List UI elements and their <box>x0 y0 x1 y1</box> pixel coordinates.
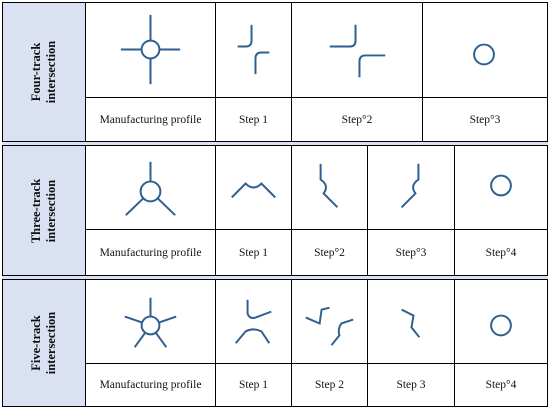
column-label: Manufacturing profile <box>86 364 216 406</box>
column-label: Step 2 <box>292 364 368 406</box>
column-label: Manufacturing profile <box>86 230 216 275</box>
four-track-step2-drawing <box>329 24 386 78</box>
column-label: Step°3 <box>368 230 455 275</box>
four-track-step1-drawing <box>237 24 270 75</box>
manufacturing-profile-image <box>86 146 216 230</box>
section-title-line2: intersection <box>44 179 58 242</box>
five-track-step1-drawing <box>234 299 272 344</box>
step-image <box>423 3 547 98</box>
column-label: Step°4 <box>485 379 517 391</box>
column-label: Step°2 <box>292 230 368 275</box>
section-title-line1: Five-track <box>29 315 43 371</box>
column-label: Step 1 <box>216 230 292 275</box>
three-track-step2-drawing <box>319 163 339 208</box>
step-image <box>455 146 547 230</box>
column-label: Step 1 <box>216 98 292 141</box>
three-track-step3-drawing <box>400 163 420 208</box>
column-label: Step 1 <box>216 364 292 406</box>
three-track-step4-drawing <box>490 174 512 197</box>
step-image <box>292 3 423 98</box>
five-track-step3-drawing <box>401 308 421 338</box>
four-track-step3-drawing <box>473 43 495 66</box>
section-title-line2: intersection <box>44 311 58 375</box>
section-title-line1: Three-track <box>29 178 43 243</box>
five-track-step2-drawing <box>305 306 354 346</box>
section-divider <box>2 276 548 279</box>
step-image <box>216 3 292 98</box>
step-image <box>216 280 292 364</box>
step-image <box>292 146 368 230</box>
column-label: Step°2 <box>292 98 423 141</box>
column-label: Manufacturing profile <box>86 98 216 141</box>
five-track-step4-drawing <box>490 314 512 337</box>
column-label: Step 3 <box>368 364 455 406</box>
manufacturing-profile-image <box>86 280 216 364</box>
section-divider <box>2 142 548 145</box>
step-image <box>292 280 368 364</box>
three-track-step1-drawing <box>231 182 276 199</box>
column-label: Step°4 <box>485 246 517 259</box>
section-title-line2: intersection <box>44 40 58 104</box>
step-image <box>455 280 547 364</box>
step-image <box>216 146 292 230</box>
three-track-profile-drawing <box>125 161 176 216</box>
four-track-profile-drawing <box>120 14 181 85</box>
five-track-profile-drawing <box>124 297 177 348</box>
manufacturing-profile-image <box>86 3 216 98</box>
step-image <box>368 280 455 364</box>
column-label: Step°3 <box>469 113 501 126</box>
step-image <box>368 146 455 230</box>
section-title-line1: Four-track <box>29 42 43 102</box>
